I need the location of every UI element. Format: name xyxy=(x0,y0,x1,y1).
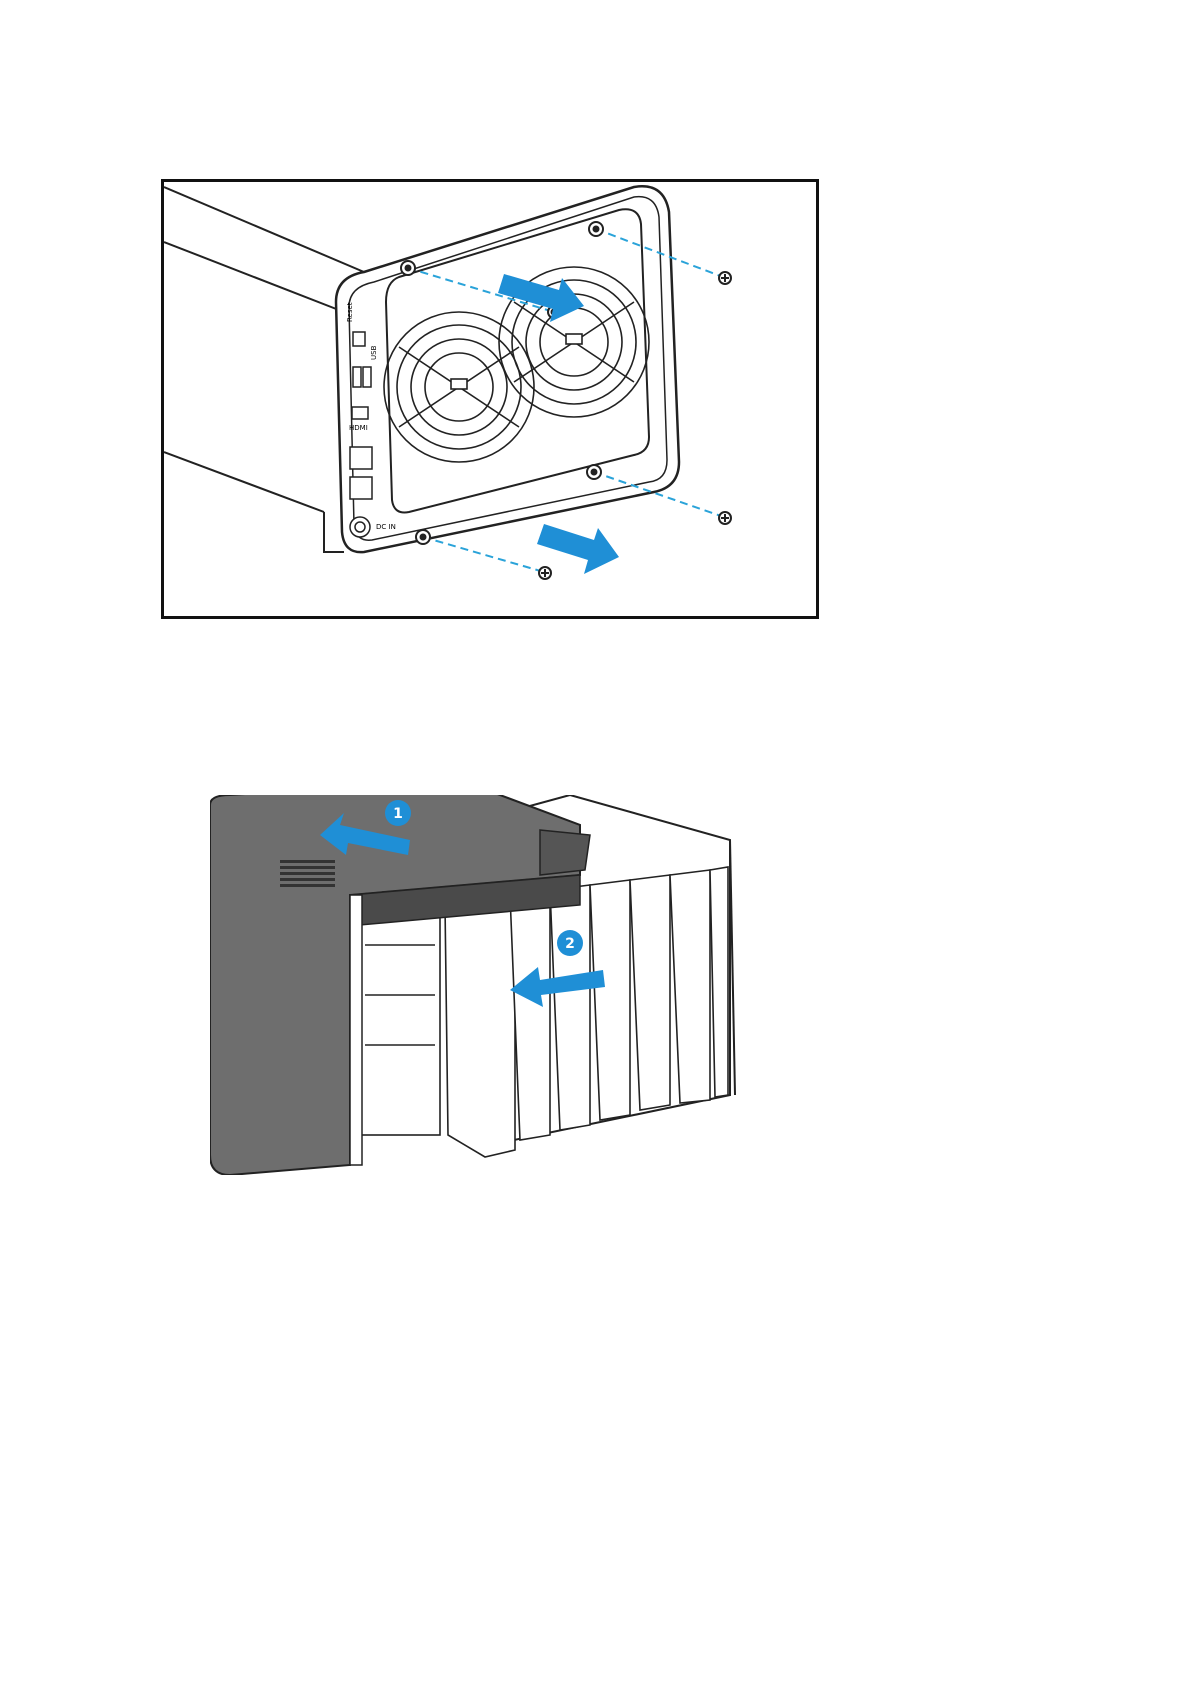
hdmi-label: HDMI xyxy=(349,424,368,432)
screw-icon xyxy=(719,272,731,284)
rear-panel-illustration: Reset USB HDMI DC IN xyxy=(164,182,816,616)
step-2-number: 2 xyxy=(565,936,575,952)
step-2-badge: 2 xyxy=(557,930,583,956)
cover-removal-figure: 1 2 xyxy=(210,795,780,1175)
step-1-number: 1 xyxy=(393,806,403,822)
cover-removal-illustration: 1 2 xyxy=(210,795,780,1175)
drive-cage xyxy=(360,905,440,1135)
step-1-badge: 1 xyxy=(385,800,411,826)
dc-in-label: DC IN xyxy=(376,523,396,531)
usb-label: USB xyxy=(370,345,378,360)
reset-label: Reset xyxy=(346,302,354,322)
slide-arrow-bottom xyxy=(537,524,619,574)
screw-icon xyxy=(719,512,731,524)
enclosure-side xyxy=(164,187,364,552)
screw-icon xyxy=(539,567,551,579)
rear-panel-figure: Reset USB HDMI DC IN xyxy=(161,179,819,619)
